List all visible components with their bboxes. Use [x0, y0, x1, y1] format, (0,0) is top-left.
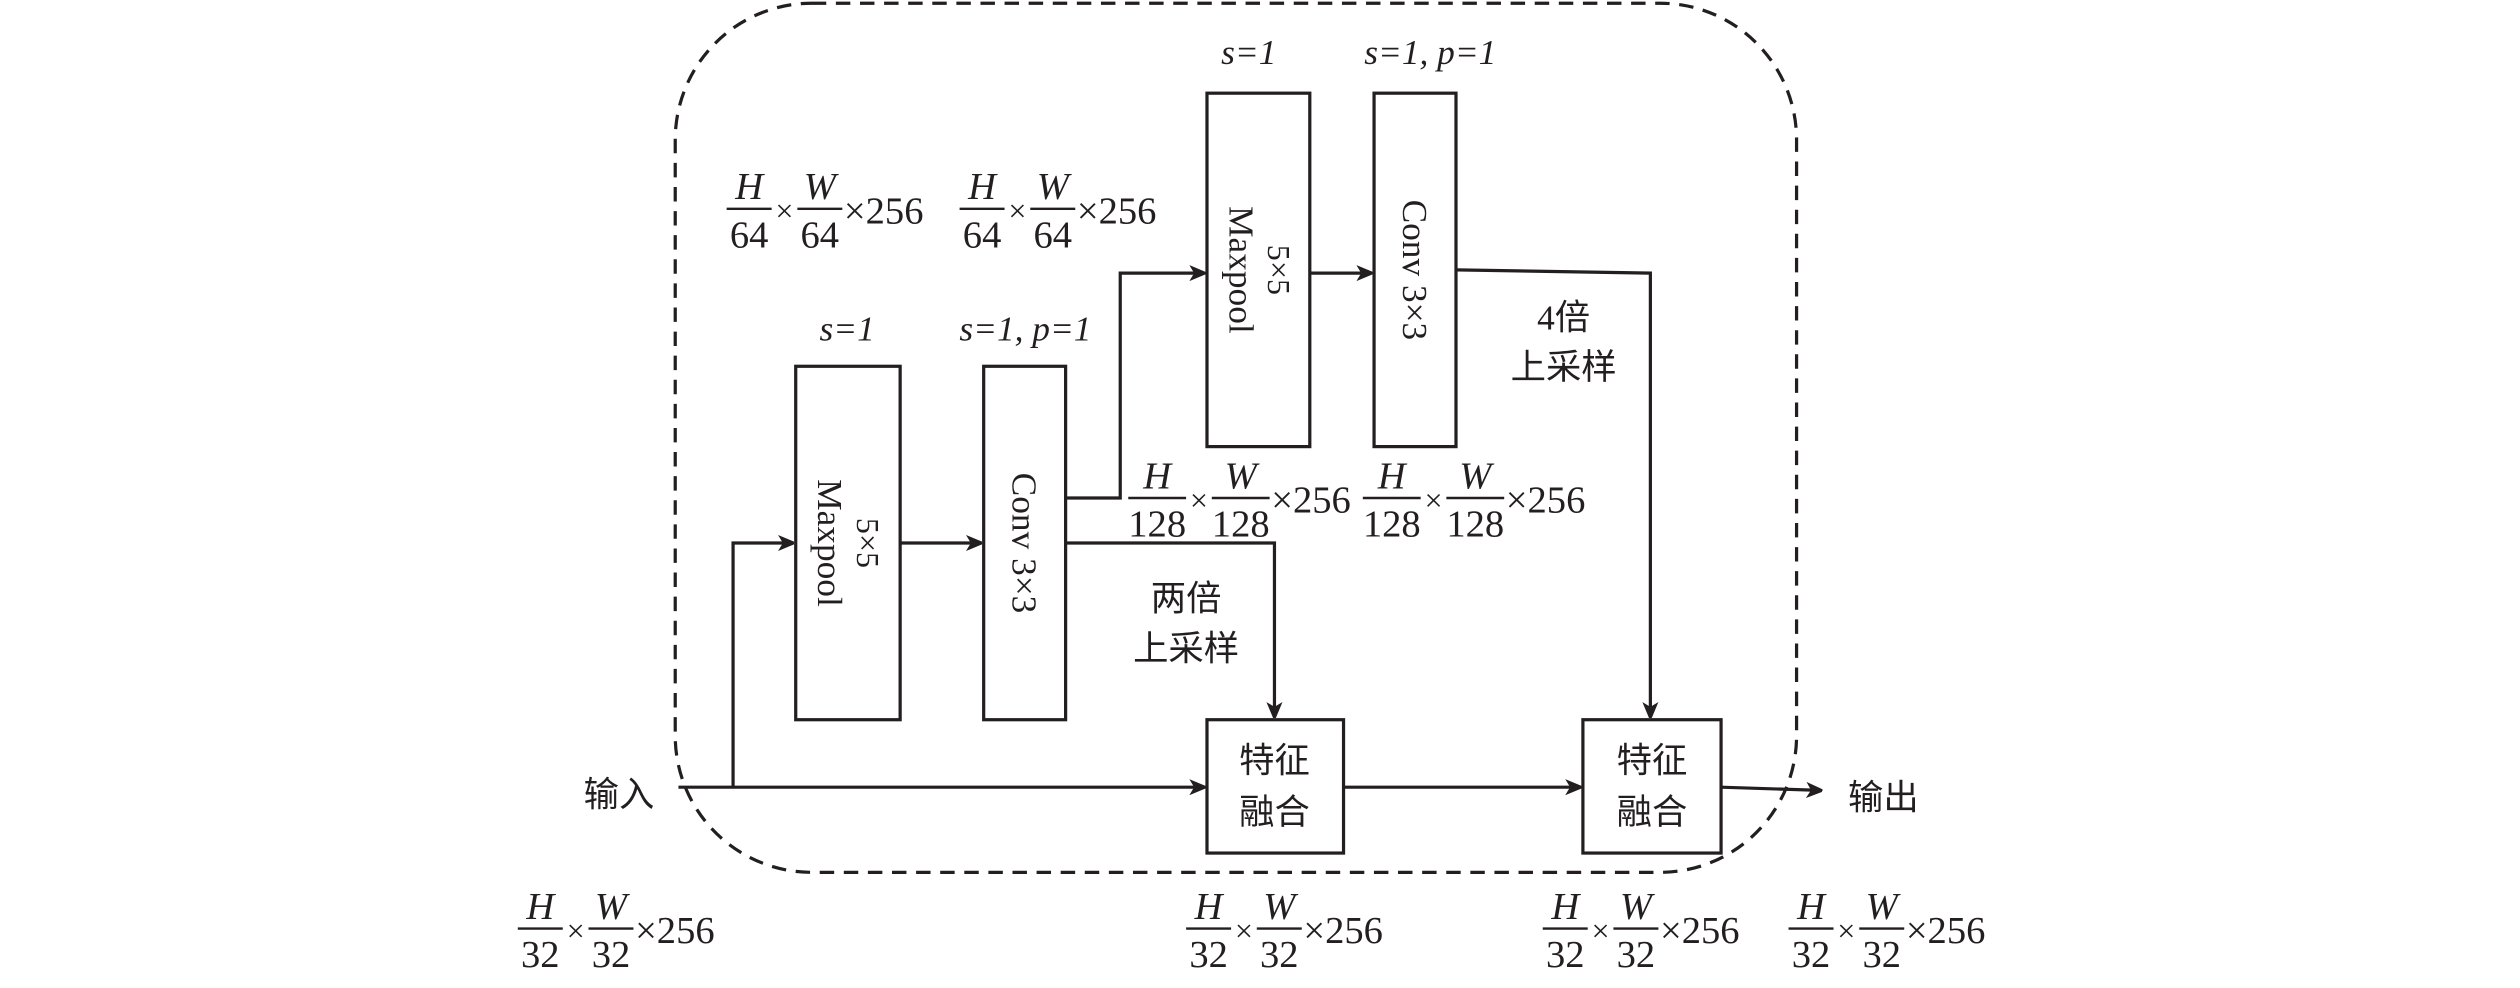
dim-label-fusion1-out: H32×W32×256 [1186, 886, 1383, 976]
dim-h-numerator: H [1550, 886, 1581, 928]
dim-label-input: H32×W32×256 [517, 886, 715, 976]
dim-w-denominator: 32 [592, 934, 631, 976]
dim-w-numerator: W [804, 166, 840, 208]
dim-channels: ×256 [1906, 910, 1986, 952]
dim-w-denominator: 32 [1260, 934, 1299, 976]
dim-times: × [775, 193, 793, 229]
conv-block-1: Conv 3×3 [982, 364, 1068, 722]
dim-channels: ×256 [844, 190, 924, 232]
dim-label-top-left-2: H64×W64×256 [959, 166, 1157, 256]
dim-channels: ×256 [1271, 479, 1351, 521]
dim-times: × [1837, 912, 1855, 948]
maxpool-2-param: s=1 [1221, 33, 1276, 72]
dim-h-numerator: H [734, 166, 765, 208]
dim-times: × [1190, 482, 1208, 518]
input-to-maxpool-1-arrow [731, 543, 792, 788]
dim-times: × [1008, 193, 1026, 229]
conv-1-to-maxpool-2-arrow [1065, 273, 1204, 500]
dim-h-denominator: 64 [963, 214, 1002, 256]
fusion-block-1: 特征 融合 [1205, 718, 1346, 855]
dim-w-denominator: 128 [1446, 504, 1504, 546]
dim-w-denominator: 32 [1617, 934, 1656, 976]
dim-w-denominator: 64 [1033, 214, 1072, 256]
dim-channels: ×256 [1660, 910, 1740, 952]
dim-h-denominator: 64 [730, 214, 769, 256]
conv-1-to-fusion-1-arrow [1065, 541, 1275, 717]
fusion-1-line2: 融合 [1239, 793, 1310, 832]
upsample-4x-line2: 上采样 [1511, 348, 1617, 387]
dim-w-denominator: 128 [1212, 504, 1270, 546]
input-label: 输入 [584, 775, 655, 814]
maxpool-block-1: 5×5 Maxpool [794, 364, 902, 722]
dim-w-denominator: 64 [801, 214, 840, 256]
dim-h-denominator: 32 [1792, 934, 1831, 976]
conv-2-label: Conv 3×3 [1395, 200, 1434, 341]
fusion-block-2: 特征 融合 [1581, 718, 1723, 855]
dim-label-top-left-1: H64×W64×256 [726, 166, 924, 256]
module-boundary [673, 1, 1799, 874]
dim-h-denominator: 32 [1546, 934, 1585, 976]
fusion-2-line2: 融合 [1617, 793, 1688, 832]
dim-w-numerator: W [1866, 886, 1902, 928]
dim-h-numerator: H [967, 166, 998, 208]
dim-w-numerator: W [1620, 886, 1656, 928]
dim-h-numerator: H [525, 886, 556, 928]
upsample-2x-line1: 两倍 [1151, 579, 1222, 618]
dim-h-denominator: 32 [521, 934, 560, 976]
dim-times: × [1592, 912, 1610, 948]
dim-label-fusion2-out: H32×W32×256 [1542, 886, 1740, 976]
conv-2-to-fusion-2-arrow [1455, 268, 1650, 717]
dim-h-denominator: 32 [1189, 934, 1228, 976]
fusion-2-to-output-arrow [1721, 787, 1821, 790]
upsample-2x-line2: 上采样 [1133, 629, 1239, 668]
dim-h-denominator: 128 [1363, 504, 1421, 546]
dim-times: × [1235, 912, 1253, 948]
output-label: 输出 [1848, 779, 1919, 818]
dim-w-numerator: W [1037, 166, 1073, 208]
upsample-4x-line1: 4倍 [1537, 298, 1590, 337]
dim-w-numerator: W [1263, 886, 1299, 928]
fusion-2-line1: 特征 [1617, 742, 1688, 781]
dim-h-numerator: H [1796, 886, 1827, 928]
dim-times: × [1424, 482, 1442, 518]
dim-h-numerator: H [1142, 455, 1173, 497]
fusion-1-line1: 特征 [1239, 742, 1310, 781]
maxpool-block-2: 5×5 Maxpool [1205, 91, 1312, 449]
dim-w-denominator: 32 [1862, 934, 1901, 976]
dim-h-denominator: 128 [1128, 504, 1186, 546]
conv-block-2: Conv 3×3 [1372, 91, 1458, 449]
conv-1-param: s=1, p=1 [959, 310, 1091, 349]
maxpool-1-param: s=1 [819, 310, 874, 349]
maxpool-2-kernel: 5×5 [1261, 245, 1297, 295]
conv-2-param: s=1, p=1 [1364, 33, 1496, 72]
dim-channels: ×256 [1506, 479, 1586, 521]
maxpool-2-label: Maxpool [1221, 206, 1260, 334]
dim-times: × [567, 912, 585, 948]
conv-1-label: Conv 3×3 [1005, 473, 1044, 614]
dim-h-numerator: H [1194, 886, 1225, 928]
dim-channels: ×256 [1303, 910, 1383, 952]
dim-label-output: H32×W32×256 [1788, 886, 1986, 976]
maxpool-1-kernel: 5×5 [850, 518, 886, 568]
dim-w-numerator: W [1225, 455, 1261, 497]
dim-channels: ×256 [635, 910, 715, 952]
maxpool-1-label: Maxpool [810, 479, 849, 607]
dim-h-numerator: H [1377, 455, 1408, 497]
dim-w-numerator: W [595, 886, 631, 928]
dim-w-numerator: W [1459, 455, 1495, 497]
dim-channels: ×256 [1077, 190, 1157, 232]
